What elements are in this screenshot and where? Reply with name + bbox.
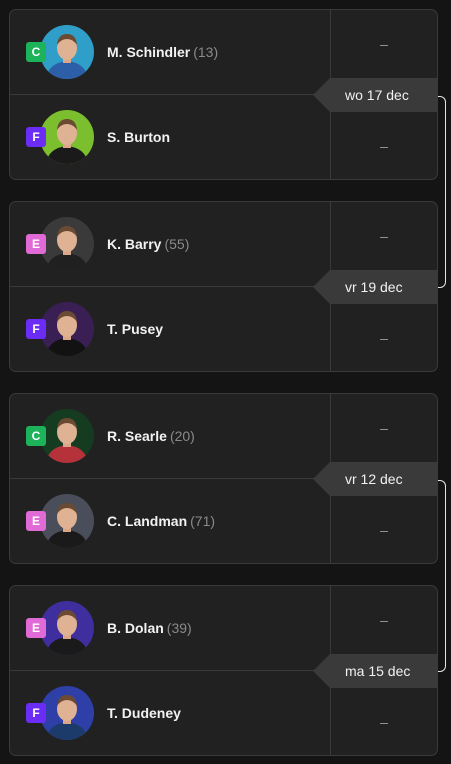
player-score: –: [380, 138, 388, 154]
player-name-wrap: T. Dudeney: [107, 705, 184, 721]
avatar-shirt: [46, 445, 88, 463]
player-row[interactable]: E K. Barry(55): [10, 202, 330, 287]
avatar-hair: [57, 503, 77, 514]
player-status-badge: C: [26, 426, 46, 446]
player-row[interactable]: F T. Dudeney: [10, 671, 330, 755]
player-name: K. Barry: [107, 236, 162, 252]
avatar-hair: [57, 610, 77, 621]
player-name-wrap: C. Landman(71): [107, 513, 215, 529]
player-row[interactable]: F T. Pusey: [10, 287, 330, 371]
player-name: T. Dudeney: [107, 705, 181, 721]
player-name-wrap: M. Schindler(13): [107, 44, 218, 60]
avatar-hair: [57, 418, 77, 429]
avatar-shirt: [46, 637, 88, 655]
player-status-badge: E: [26, 618, 46, 638]
player-name-wrap: R. Searle(20): [107, 428, 195, 444]
player-seed: (39): [166, 620, 192, 636]
match-card[interactable]: E K. Barry(55) F T. Pusey – –: [9, 201, 438, 372]
avatar-face: [57, 420, 77, 444]
player-row[interactable]: E C. Landman(71): [10, 479, 330, 563]
player-name: S. Burton: [107, 129, 170, 145]
player-avatar: [40, 302, 94, 356]
player-status-badge: C: [26, 42, 46, 62]
avatar-face: [57, 612, 77, 636]
avatar-hair: [57, 119, 77, 130]
avatar-face: [57, 505, 77, 529]
match-date-tag: wo 17 dec: [313, 78, 437, 112]
avatar-face: [57, 228, 77, 252]
player-avatar: [40, 494, 94, 548]
player-status-badge: E: [26, 234, 46, 254]
player-status-badge: F: [26, 319, 46, 339]
player-name: C. Landman: [107, 513, 188, 529]
player-avatar: [40, 110, 94, 164]
player-name-wrap: T. Pusey: [107, 321, 166, 337]
player-seed: (71): [190, 513, 216, 529]
avatar-shirt: [46, 530, 88, 548]
avatar-shirt: [46, 61, 88, 79]
player-name-wrap: B. Dolan(39): [107, 620, 192, 636]
avatar-hair: [57, 226, 77, 237]
player-score: –: [380, 228, 388, 244]
avatar-face: [57, 121, 77, 145]
avatar-shirt: [46, 253, 88, 271]
player-score: –: [380, 330, 388, 346]
avatar-hair: [57, 695, 77, 706]
player-row[interactable]: C R. Searle(20): [10, 394, 330, 479]
player-seed: (13): [193, 44, 219, 60]
player-score: –: [380, 420, 388, 436]
avatar-hair: [57, 311, 77, 322]
divider: [10, 478, 437, 479]
player-row[interactable]: C M. Schindler(13): [10, 10, 330, 95]
avatar-face: [57, 36, 77, 60]
player-avatar: [40, 409, 94, 463]
divider: [10, 670, 437, 671]
divider: [10, 286, 437, 287]
player-score: –: [380, 522, 388, 538]
avatar-face: [57, 313, 77, 337]
match-date-tag: ma 15 dec: [313, 654, 437, 688]
player-seed: (20): [169, 428, 195, 444]
avatar-shirt: [46, 338, 88, 356]
player-score: –: [380, 714, 388, 730]
bracket-connector: [438, 96, 446, 288]
avatar-face: [57, 697, 77, 721]
player-status-badge: E: [26, 511, 46, 531]
player-status-badge: F: [26, 703, 46, 723]
bracket-connector: [438, 480, 446, 672]
player-name: R. Searle: [107, 428, 167, 444]
player-seed: (55): [164, 236, 190, 252]
player-avatar: [40, 686, 94, 740]
player-row[interactable]: E B. Dolan(39): [10, 586, 330, 671]
player-status-badge: F: [26, 127, 46, 147]
player-avatar: [40, 25, 94, 79]
match-date-tag: vr 19 dec: [313, 270, 437, 304]
player-avatar: [40, 601, 94, 655]
avatar-hair: [57, 34, 77, 45]
player-name: T. Pusey: [107, 321, 164, 337]
match-date-tag: vr 12 dec: [313, 462, 437, 496]
player-score: –: [380, 612, 388, 628]
player-row[interactable]: F S. Burton: [10, 95, 330, 179]
player-avatar: [40, 217, 94, 271]
player-name-wrap: K. Barry(55): [107, 236, 189, 252]
player-name: B. Dolan: [107, 620, 164, 636]
divider: [10, 94, 437, 95]
avatar-shirt: [46, 722, 88, 740]
avatar-shirt: [46, 146, 88, 164]
player-name-wrap: S. Burton: [107, 129, 173, 145]
player-score: –: [380, 36, 388, 52]
player-name: M. Schindler: [107, 44, 191, 60]
